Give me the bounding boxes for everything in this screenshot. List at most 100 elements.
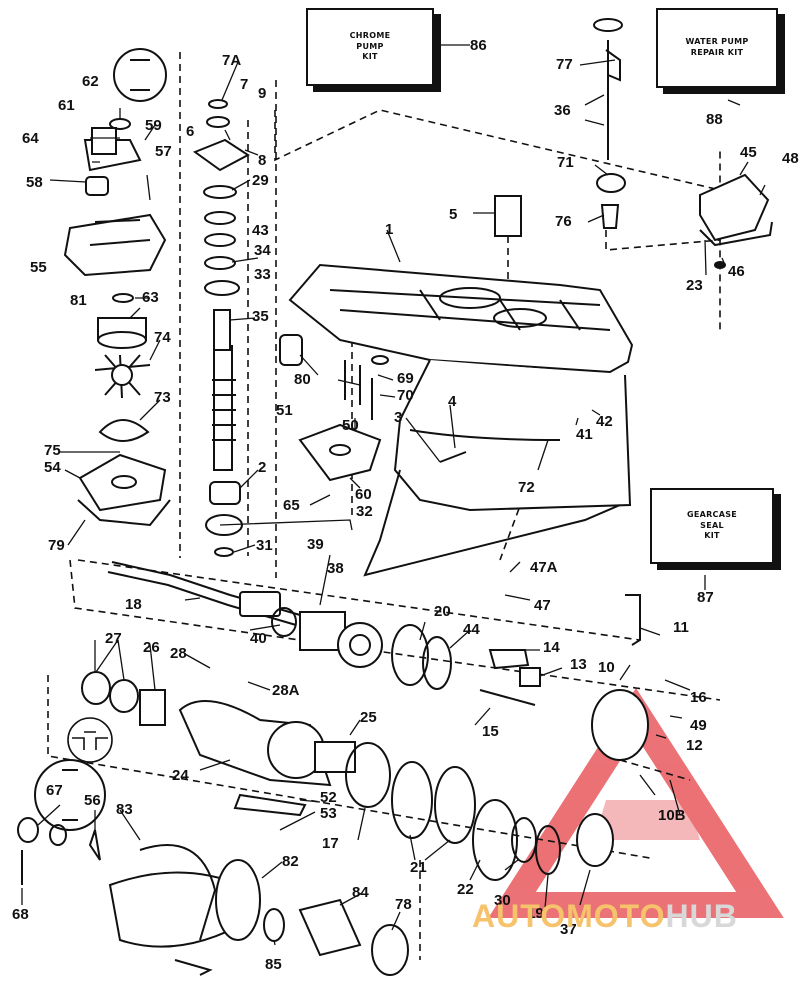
part-label: 63 (142, 289, 159, 306)
part-label: 6 (186, 123, 195, 140)
part-label: 46 (728, 263, 745, 280)
part-label: 51 (276, 402, 293, 419)
part-label: 4 (448, 393, 457, 410)
part-label: 29 (252, 172, 269, 189)
gearcase-seal-kit-box: GEARCASE SEAL KIT (650, 488, 774, 564)
part-label: 84 (352, 884, 369, 901)
leader-lines (21, 44, 766, 946)
part-label: 49 (690, 717, 707, 734)
part-label: 7 (240, 76, 249, 93)
part-label: 31 (256, 537, 273, 554)
part-label: 61 (58, 97, 75, 114)
part-label: 15 (482, 723, 499, 740)
part-label: 30 (494, 892, 511, 909)
part-label: 18 (125, 596, 142, 613)
part-label: 28A (272, 682, 300, 699)
part-label: 33 (254, 266, 271, 283)
part-label: 85 (265, 956, 282, 973)
part-label: 3 (394, 409, 403, 426)
part-label: 72 (518, 479, 535, 496)
part-label: 80 (294, 371, 311, 388)
part-label: 9 (258, 85, 267, 102)
part-label: 28 (170, 645, 187, 662)
part-label: 35 (252, 308, 269, 325)
kit-ref-86: 86 (470, 37, 487, 54)
part-label: 34 (254, 242, 271, 259)
part-label: 54 (44, 459, 61, 476)
chrome-pump-kit-box: CHROME PUMP KIT (306, 8, 434, 86)
part-label: 77 (556, 56, 573, 73)
watermark-text: AUTOMOTOHUB (472, 898, 738, 935)
part-label: 25 (360, 709, 377, 726)
part-label: 7A (222, 52, 242, 69)
part-label: 83 (116, 801, 133, 818)
part-label: 74 (154, 329, 171, 346)
shift-assembly (279, 18, 773, 482)
part-label: 60 (355, 486, 372, 503)
kit-label-line1: WATER PUMP (685, 37, 749, 47)
part-label: 44 (463, 621, 480, 638)
part-label: 68 (12, 906, 29, 923)
part-label: 52 (320, 789, 337, 806)
part-label: 47 (534, 597, 551, 614)
part-label: 48 (782, 150, 799, 167)
part-label: 22 (457, 881, 474, 898)
part-label: 10B (658, 807, 686, 824)
part-label: 10 (598, 659, 615, 676)
part-label: 42 (596, 413, 613, 430)
water-pump-kit-box: WATER PUMP REPAIR KIT (656, 8, 778, 88)
part-label: 47A (530, 559, 558, 576)
part-label: 32 (356, 503, 373, 520)
assembly-lines (47, 52, 721, 960)
kit-ref-88: 88 (706, 111, 723, 128)
part-label: 14 (543, 639, 560, 656)
part-label: 58 (26, 174, 43, 191)
kit-label-line3: KIT (362, 52, 378, 62)
part-label: 36 (554, 102, 571, 119)
part-label: 57 (155, 143, 172, 160)
part-label: 82 (282, 853, 299, 870)
part-label: 75 (44, 442, 61, 459)
part-label: 56 (84, 792, 101, 809)
watermark-text-part1: AUTOMOTO (472, 898, 666, 934)
part-label: 41 (576, 426, 593, 443)
part-label: 16 (690, 689, 707, 706)
part-label: 13 (570, 656, 587, 673)
part-label: 20 (434, 603, 451, 620)
part-label: 78 (395, 896, 412, 913)
part-label: 11 (673, 619, 689, 636)
part-label: 17 (322, 835, 339, 852)
part-label: 12 (686, 737, 703, 754)
gearcase-housing (288, 263, 634, 577)
part-label: 2 (258, 459, 267, 476)
kit-ref-87: 87 (697, 589, 714, 606)
part-label: 43 (252, 222, 269, 239)
prop-shaft-assembly (17, 561, 649, 885)
kit-label-line3: KIT (704, 531, 720, 541)
part-label: 23 (686, 277, 703, 294)
kit-label-line2: SEAL (700, 520, 724, 530)
part-label: 69 (397, 370, 414, 387)
part-label: 5 (449, 206, 458, 223)
part-label: 38 (327, 560, 344, 577)
watermark-text-part2: HUB (665, 898, 738, 934)
part-label: 19 (527, 905, 544, 922)
part-label: 24 (172, 767, 189, 784)
part-label: 50 (342, 417, 359, 434)
seal-detail (67, 717, 113, 763)
driveshaft-column (192, 99, 250, 557)
part-label: 70 (397, 387, 414, 404)
part-label: 45 (740, 144, 757, 161)
part-label: 59 (145, 117, 162, 134)
kit-label-line2: REPAIR KIT (690, 48, 744, 57)
part-label: 39 (307, 536, 324, 553)
propeller (108, 844, 409, 976)
part-label: 53 (320, 805, 337, 822)
part-label: 55 (30, 259, 47, 276)
part-label: 8 (258, 152, 267, 169)
part-label: 73 (154, 389, 171, 406)
part-label: 26 (143, 639, 160, 656)
part-label: 81 (70, 292, 87, 309)
part-label: 67 (46, 782, 63, 799)
